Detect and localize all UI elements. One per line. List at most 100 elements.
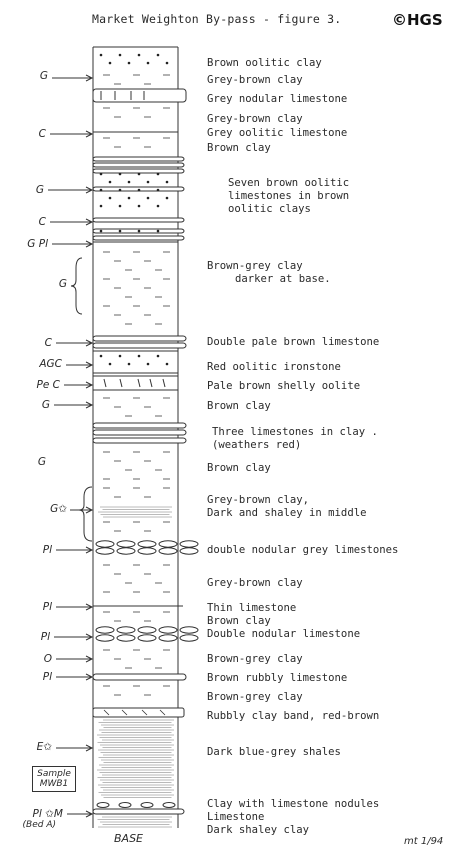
code-g-1: G bbox=[39, 70, 48, 82]
code-agc: AGC bbox=[39, 358, 62, 370]
shell-mark bbox=[119, 378, 123, 388]
bed-oolitic-clays-dot bbox=[137, 172, 141, 176]
bed-brown-oolitic-clay-dot bbox=[118, 53, 122, 57]
bed-nodular-grey-upper-nodule bbox=[116, 540, 136, 548]
code-c-1: C bbox=[38, 128, 46, 140]
bed-brown-oolitic-clay-dot bbox=[165, 61, 169, 65]
bed-oolitic-clays-low-dot bbox=[137, 229, 141, 233]
shell-mark bbox=[149, 378, 153, 388]
bed-double-limestone-lower bbox=[92, 342, 187, 349]
bed-double-nodular-lower-nodule bbox=[95, 634, 115, 642]
bed-label-dark-shaley-clay: Dark shaley clay bbox=[207, 824, 310, 836]
code-g-4: G bbox=[41, 399, 50, 411]
bed-double-nodular-upper-nodule bbox=[116, 626, 136, 634]
arrow-g-pl-head bbox=[85, 240, 94, 248]
bed-oolitic-clays-dot bbox=[165, 196, 169, 200]
bed-grey-nodular-limestone bbox=[92, 88, 187, 103]
bed-limestone-seven-4 bbox=[92, 217, 185, 223]
bed-clay-nodule bbox=[162, 802, 176, 808]
bed-nodular-grey-upper-nodule bbox=[158, 540, 178, 548]
bed-ironstone-dot bbox=[146, 362, 150, 366]
bed-nodular-grey-lower-nodule bbox=[137, 547, 157, 555]
code-pl-star-m: Pl ✩M bbox=[32, 808, 63, 820]
bed-label-brown-clay-4: Brown clay bbox=[207, 615, 271, 627]
code-pl-4: Pl bbox=[42, 671, 52, 683]
rubble-mark bbox=[103, 709, 110, 716]
arrow-pl-3-head bbox=[85, 633, 94, 641]
bed-ironstone-dot bbox=[137, 354, 141, 358]
bed-oolitic-clays-dot bbox=[127, 180, 131, 184]
bed-label-brown-grey-clay-3: Brown-grey clay bbox=[207, 691, 303, 703]
bed-nodular-grey-upper-nodule bbox=[137, 540, 157, 548]
code-g-2: G bbox=[35, 184, 44, 196]
code-o: O bbox=[43, 653, 52, 665]
bed-label-brown-rubbly-limestone: Brown rubbly limestone bbox=[207, 672, 348, 684]
bed-nodular-grey-lower-nodule bbox=[116, 547, 136, 555]
bed-ironstone-dot bbox=[127, 362, 131, 366]
bed-label-double-pale-limestone: Double pale brown limestone bbox=[207, 336, 380, 348]
bed-oolitic-clays-dot bbox=[99, 172, 103, 176]
bed-double-limestone-upper bbox=[92, 335, 187, 342]
bed-brown-oolitic-clay-dot bbox=[156, 53, 160, 57]
brace-brown-grey-clay bbox=[70, 257, 83, 315]
bed-brown-oolitic-clay-dot bbox=[99, 53, 103, 57]
bed-oolitic-clays-dot bbox=[118, 172, 122, 176]
bed-ironstone-dot bbox=[99, 354, 103, 358]
arrow-g-2-head bbox=[85, 186, 94, 194]
bed-ironstone-dot bbox=[165, 362, 169, 366]
bed-clay-nodule bbox=[140, 802, 154, 808]
code-g-3: G bbox=[58, 278, 67, 290]
bed-nodular-grey-upper-nodule bbox=[179, 540, 199, 548]
bed-limestone-seven-2 bbox=[92, 168, 185, 174]
bed-label-brown-grey-clay-2: Brown-grey clay bbox=[207, 653, 303, 665]
code-g-5: G bbox=[37, 456, 46, 468]
bed-label-clay-with-nodules: Clay with limestone nodules bbox=[207, 798, 380, 810]
bed-nodular-grey-lower-nodule bbox=[95, 547, 115, 555]
bed-label-thin-limestone: Thin limestone bbox=[207, 602, 297, 614]
bed-oolitic-clays-dot bbox=[146, 196, 150, 200]
sample-box-line-1: Sample bbox=[37, 769, 71, 779]
code-pe-c: Pe C bbox=[36, 379, 60, 391]
arrow-e-star-head bbox=[85, 744, 94, 752]
bed-brown-oolitic-clay-dot bbox=[108, 61, 112, 65]
arrow-c-1-head bbox=[85, 130, 94, 138]
code-bed-a: (Bed A) bbox=[22, 820, 56, 830]
bed-label-pale-shelly-oolite: Pale brown shelly oolite bbox=[207, 380, 361, 392]
code-c-3: C bbox=[44, 337, 52, 349]
rubble-mark bbox=[141, 709, 148, 716]
bed-oolitic-clays-dot bbox=[118, 188, 122, 192]
bed-oolitic-clays-dot bbox=[108, 180, 112, 184]
bed-oolitic-clays-dot bbox=[137, 188, 141, 192]
bed-double-nodular-upper-nodule bbox=[179, 626, 199, 634]
figure-title: Market Weighton By-pass - figure 3. bbox=[92, 12, 342, 26]
bed-double-nodular-lower-nodule bbox=[158, 634, 178, 642]
bed-rubbly-clay-band bbox=[92, 707, 185, 718]
copyright-credit: ©HGS bbox=[392, 11, 443, 29]
bed-limestone-seven-6 bbox=[92, 235, 185, 241]
bed-label-grey-brown-clay: Grey-brown clay bbox=[207, 74, 303, 86]
bed-brown-oolitic-clay-dot bbox=[127, 61, 131, 65]
code-e-star: E✩ bbox=[36, 741, 52, 753]
bed-oolitic-clays-dot bbox=[99, 188, 103, 192]
bed-double-nodular-upper-nodule bbox=[158, 626, 178, 634]
bed-oolitic-clays-dot bbox=[127, 196, 131, 200]
bed-label-brown-oolitic-clay: Brown oolitic clay bbox=[207, 57, 322, 69]
bed-oolitic-clays-dot bbox=[99, 204, 103, 208]
bed-oolitic-clays-low-dot bbox=[99, 229, 103, 233]
arrow-o-head bbox=[85, 655, 94, 663]
bed-label-grey-brown-clay-3: Grey-brown clay bbox=[207, 577, 303, 589]
bed-label-limestone: Limestone bbox=[207, 811, 265, 823]
bed-double-nodular-lower-nodule bbox=[116, 634, 136, 642]
bed-label-double-nodular-limestone: Double nodular limestone bbox=[207, 628, 361, 640]
code-g-star: G✩ bbox=[50, 503, 67, 515]
bed-oolitic-clays-dot bbox=[118, 204, 122, 208]
bed-three-limestone-1 bbox=[92, 429, 187, 436]
bed-label-three-limestones: Three limestones in clay . (weathers red… bbox=[212, 426, 378, 451]
bed-oolitic-clays-low-dot bbox=[156, 229, 160, 233]
arrow-g-star-head bbox=[85, 506, 94, 514]
arrow-g-4-head bbox=[85, 401, 94, 409]
shell-mark bbox=[137, 378, 141, 388]
